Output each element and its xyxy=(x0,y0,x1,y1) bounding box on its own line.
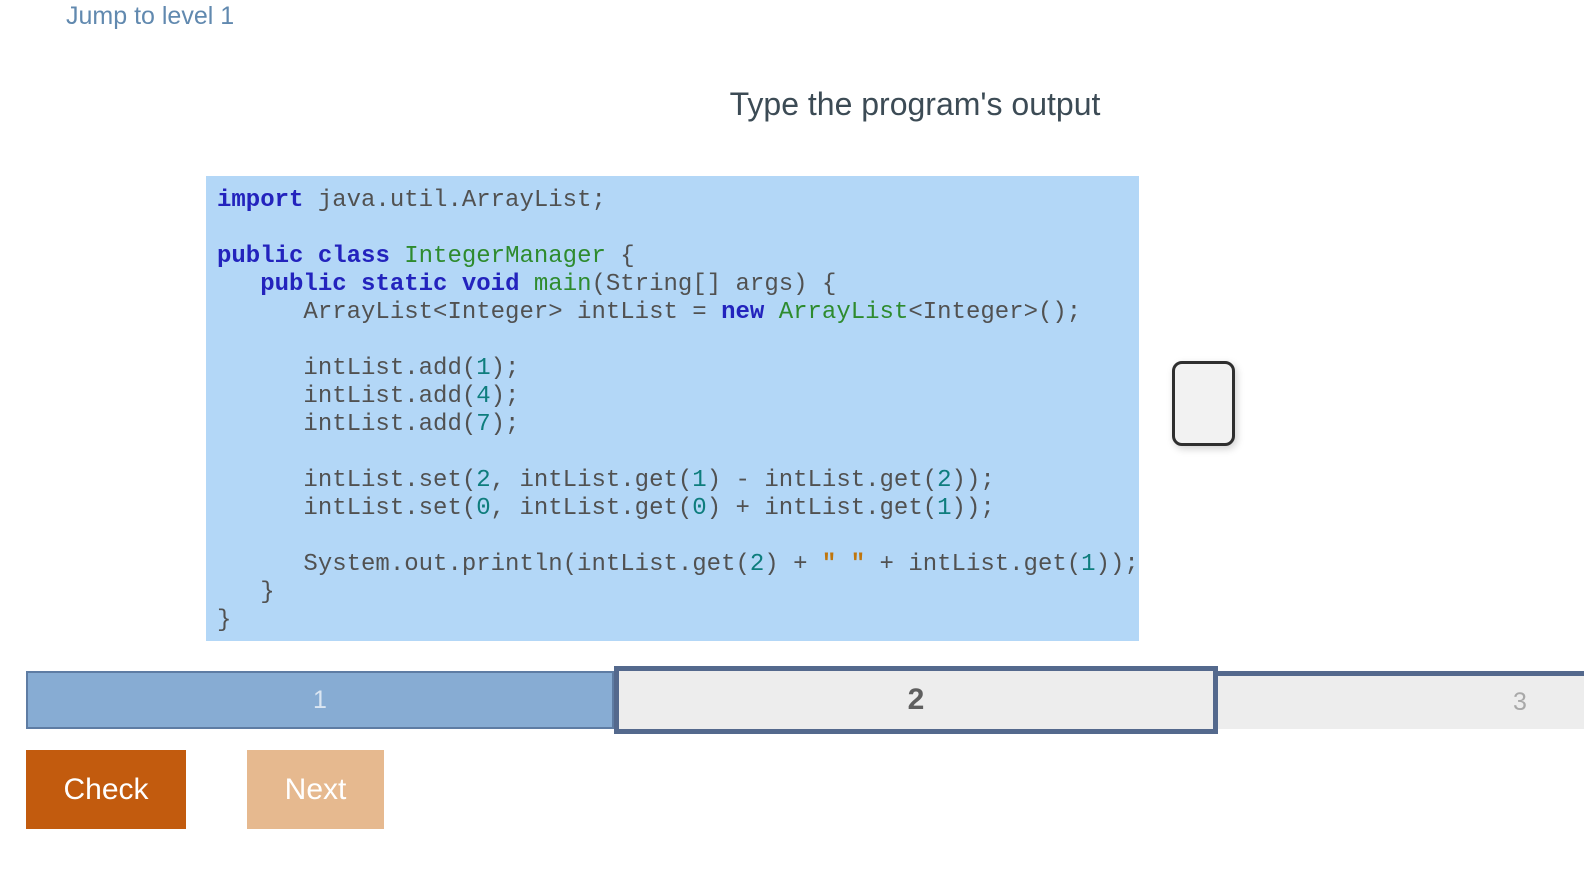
code-token-pln: ); xyxy=(490,355,520,382)
code-line: } xyxy=(217,579,1139,607)
code-token-num: 1 xyxy=(937,495,952,522)
code-token-num: 4 xyxy=(476,383,491,410)
code-token-kw: public xyxy=(260,271,347,298)
code-token-pln: } xyxy=(217,607,232,634)
code-token-pln: + intList.get( xyxy=(865,551,1082,578)
code-token-pln xyxy=(217,271,260,298)
code-token-cls: IntegerManager xyxy=(404,243,606,270)
code-token-pln: (String[] args) { xyxy=(591,271,837,298)
code-token-kw: public xyxy=(217,243,304,270)
code-line xyxy=(217,439,1139,467)
code-token-pln: , intList.get( xyxy=(490,467,693,494)
progress-level-2: 2 xyxy=(614,666,1218,734)
code-token-num: 2 xyxy=(749,551,765,578)
code-token-pln: intList.set( xyxy=(217,467,477,494)
code-token-pln: ); xyxy=(490,411,520,438)
code-token-pln xyxy=(447,271,461,298)
code-line: intList.add(7); xyxy=(217,411,1139,439)
next-button[interactable]: Next xyxy=(247,750,384,829)
code-token-cls: main xyxy=(533,271,592,298)
code-token-pln: intList.add( xyxy=(217,383,477,410)
code-token-pln: , intList.get( xyxy=(490,495,693,522)
code-token-pln: ) + xyxy=(764,551,822,578)
code-token-num: 0 xyxy=(476,495,491,522)
answer-input[interactable] xyxy=(1172,361,1235,446)
code-token-pln: intList.set( xyxy=(217,495,477,522)
code-token-pln: ArrayList<Integer> intList = xyxy=(217,299,722,326)
code-line xyxy=(217,523,1139,551)
page-title: Type the program's output xyxy=(729,86,1101,122)
code-token-pln: } xyxy=(217,579,275,606)
code-line: } xyxy=(217,607,1139,635)
code-token-num: 0 xyxy=(692,495,707,522)
code-token-kw: new xyxy=(721,299,765,326)
code-token-pln: intList.add( xyxy=(217,411,477,438)
code-line: intList.set(0, intList.get(0) + intList.… xyxy=(217,495,1139,523)
code-line: intList.add(1); xyxy=(217,355,1139,383)
code-token-kw: class xyxy=(317,243,390,270)
progress-level-3: 3 xyxy=(1218,671,1584,729)
code-line: public static void main(String[] args) { xyxy=(217,271,1139,299)
code-line: public class IntegerManager { xyxy=(217,243,1139,271)
code-token-num: 7 xyxy=(476,411,491,438)
code-token-pln: ); xyxy=(490,383,520,410)
code-block: import java.util.ArrayList; public class… xyxy=(206,176,1139,641)
code-token-pln: <Integer>(); xyxy=(908,299,1082,326)
code-token-pln: { xyxy=(605,243,635,270)
progress-level-1: 1 xyxy=(26,671,614,729)
code-line xyxy=(217,327,1139,355)
code-line: import java.util.ArrayList; xyxy=(217,187,1139,215)
jump-to-level-link[interactable]: Jump to level 1 xyxy=(66,2,235,30)
code-token-pln xyxy=(764,299,778,326)
code-token-pln xyxy=(303,243,317,270)
code-line: intList.set(2, intList.get(1) - intList.… xyxy=(217,467,1139,495)
code-token-num: 2 xyxy=(937,467,952,494)
code-token-num: 1 xyxy=(692,467,707,494)
code-token-kw: void xyxy=(461,271,520,298)
code-token-pln xyxy=(390,243,404,270)
code-token-num: 2 xyxy=(476,467,491,494)
code-token-str: " " xyxy=(821,551,866,578)
code-line: ArrayList<Integer> intList = new ArrayLi… xyxy=(217,299,1139,327)
code-token-kw: import xyxy=(217,187,304,214)
code-token-num: 1 xyxy=(1081,551,1096,578)
code-token-pln xyxy=(519,271,533,298)
code-token-pln: )); xyxy=(1095,551,1139,578)
code-token-pln: )); xyxy=(951,495,995,522)
code-line: intList.add(4); xyxy=(217,383,1139,411)
code-line xyxy=(217,215,1139,243)
code-token-pln: java.util.ArrayList; xyxy=(303,187,606,214)
code-line: System.out.println(intList.get(2) + " " … xyxy=(217,551,1139,579)
check-button[interactable]: Check xyxy=(26,750,186,829)
code-token-cls: ArrayList xyxy=(778,299,909,326)
code-token-num: 1 xyxy=(476,355,491,382)
code-token-kw: static xyxy=(361,271,448,298)
code-token-pln: ) - intList.get( xyxy=(706,467,938,494)
code-token-pln: ) + intList.get( xyxy=(706,495,938,522)
code-token-pln: intList.add( xyxy=(217,355,477,382)
code-token-pln: )); xyxy=(951,467,995,494)
code-token-pln: System.out.println(intList.get( xyxy=(217,551,750,578)
code-token-pln xyxy=(347,271,361,298)
